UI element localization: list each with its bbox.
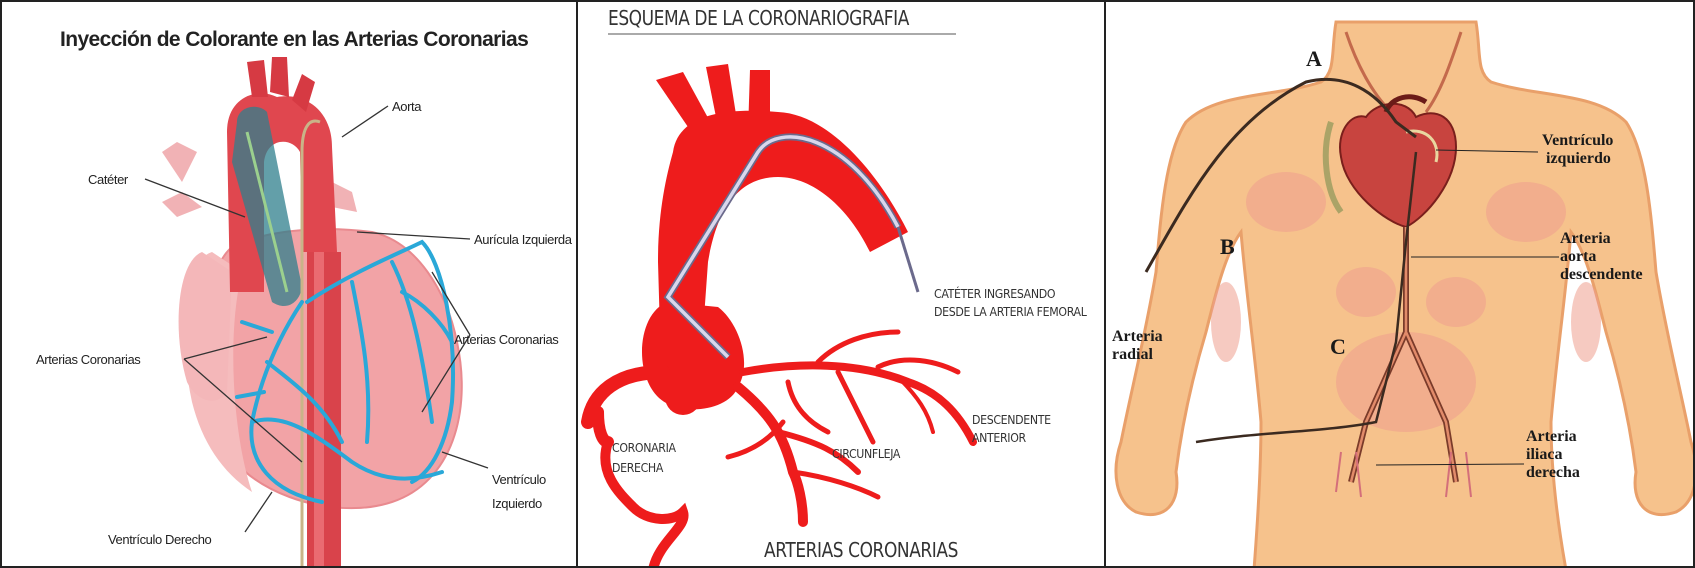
coronary-angiography-scheme-panel: ESQUEMA DE LA CORONARIOGRAFIA CATÉTER IN… [576,0,1106,568]
label-cateter-ingresando: CATÉTER INGRESANDO [934,286,1055,301]
label-aorta: Aorta [392,99,421,114]
label-circunfleja: CIRCUNFLEJA [832,446,900,461]
label-cateter: Catéter [88,172,128,187]
label-arterias-coronarias-left: Arterias Coronarias [36,352,140,367]
label-ventriculo-izquierdo-1: Ventrículo [492,472,546,487]
label-ventriculo-derecho: Ventrículo Derecho [108,532,211,547]
label-letter-b: B [1220,234,1235,260]
label-arteria-iliaca-derecha: Arteria iliaca derecha [1526,428,1580,482]
label-letter-a: A [1306,46,1322,72]
angiography-scheme-diagram [578,2,1106,568]
panel1-title: Inyección de Colorante en las Arterias C… [60,28,528,52]
label-anterior: ANTERIOR [972,430,1026,445]
label-arteria-aorta-descendente: Arteria aorta descendente [1560,230,1643,284]
catheter-access-routes-panel: A B C Ventrículo izquierdo Arteria aorta… [1104,0,1695,568]
panel2-title: ESQUEMA DE LA CORONARIOGRAFIA [608,6,909,30]
label-arterias-coronarias-right: Arterias Coronarias [454,332,558,347]
label-derecha: DERECHA [612,460,663,475]
coronary-dye-injection-panel: Inyección de Colorante en las Arterias C… [0,0,578,568]
label-auricula-izquierda: Aurícula Izquierda [474,232,572,247]
label-coronaria: CORONARIA [612,440,676,455]
label-descendente: DESCENDENTE [972,412,1051,427]
label-ventriculo-izquierdo: Ventrículo izquierdo [1542,132,1613,168]
label-desde-arteria-femoral: DESDE LA ARTERIA FEMORAL [934,304,1087,319]
label-letter-c: C [1330,334,1346,360]
body-illustration [1106,2,1695,568]
label-arterias-coronarias-bottom: ARTERIAS CORONARIAS [764,538,958,562]
label-ventriculo-izquierdo-2: Izquierdo [492,496,542,511]
label-arteria-radial: Arteria radial [1112,328,1163,364]
aortic-arch-red [658,111,908,332]
